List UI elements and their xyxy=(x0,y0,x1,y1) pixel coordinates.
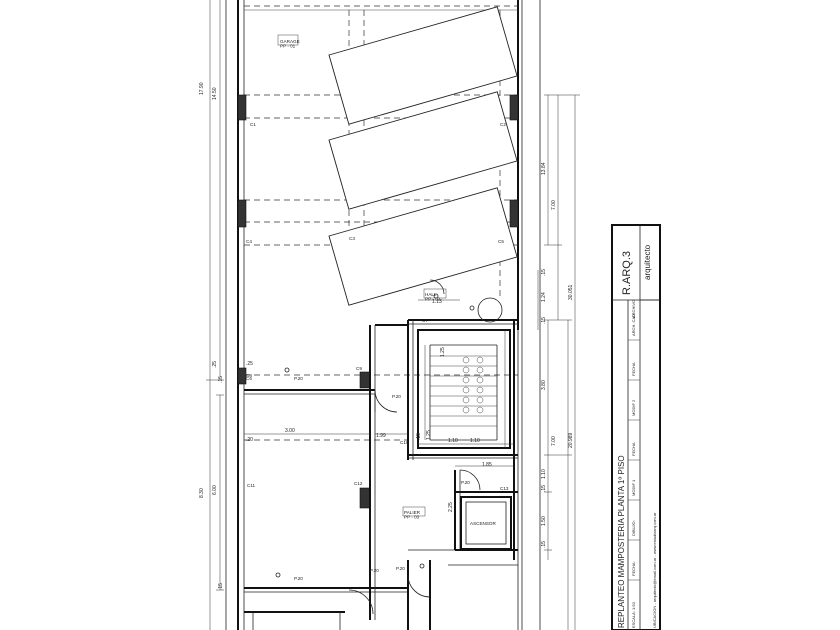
dim-mark-20: .20 xyxy=(246,437,253,443)
dim-room-w: 3.00 xyxy=(285,428,295,434)
dim-stair-f: 1.85 xyxy=(482,462,492,468)
dim-room-w2: 1.99 xyxy=(376,433,386,439)
column-label-c12: C12 xyxy=(354,481,363,486)
dim-left-mid: 8.30 xyxy=(199,488,205,498)
title-field-3: DIBUJO: xyxy=(631,520,636,536)
column-label-c7: C7 xyxy=(422,318,428,323)
column-label-c4: C4 xyxy=(246,239,252,244)
column-label-c11: C11 xyxy=(247,483,256,488)
title-field-5: FECHA xyxy=(631,442,636,456)
interior-walls xyxy=(244,319,519,630)
level-markers xyxy=(275,293,475,578)
dim-right-j: 1.10 xyxy=(541,469,547,479)
dim-right-h: .15 xyxy=(541,269,547,276)
dim-stair-e: 1.13 xyxy=(432,299,442,305)
column-label-c2: C2 xyxy=(500,122,506,127)
dim-right-d: 20.989 xyxy=(568,432,574,448)
dim-stair-c: 1.10 xyxy=(470,438,480,444)
column-label-c1: C1 xyxy=(250,122,256,127)
title-architect-role: arquitecto xyxy=(643,244,652,280)
column-label-c13: C13 xyxy=(500,486,509,491)
stair-core xyxy=(417,329,511,449)
dim-left-small-3: .25 xyxy=(212,361,218,368)
door-label-6: P.20 xyxy=(461,480,470,485)
dim-mark-25: .25 xyxy=(246,361,253,367)
column-label-c9: C9 xyxy=(356,366,362,371)
column-label-c3: C3 xyxy=(349,236,355,241)
dim-right-k: .15 xyxy=(541,485,547,492)
dim-right-b: 7.00 xyxy=(551,200,557,210)
dim-right-e: 7.00 xyxy=(551,436,557,446)
door-label-2: P.20 xyxy=(392,394,401,399)
column-label-c5: C5 xyxy=(498,239,504,244)
title-block: R.ARQ.3 arquitecto REPLANTEO MAMPOSTERIA… xyxy=(611,224,661,630)
column-label-c8: C8 xyxy=(246,373,252,378)
dim-left-small-2: .15 xyxy=(218,583,224,590)
dim-stair-a: 1.25 xyxy=(440,347,446,357)
dim-stair-b: 1.10 xyxy=(448,438,458,444)
dimension-lines xyxy=(206,0,580,630)
dimension-texts: 17.90 14.50 8.30 6.00 .15 .15 .25 13.84 … xyxy=(199,82,574,590)
title-field-4: MODIF 1 xyxy=(631,479,636,496)
elevator-label: ASCENSOR xyxy=(470,521,496,526)
title-architect-name: R.ARQ.3 xyxy=(621,251,633,295)
dim-right-a: 13.84 xyxy=(541,162,547,175)
dim-left-lower: 6.00 xyxy=(212,485,218,495)
door-label-1: P.20 xyxy=(294,376,303,381)
title-field-7: FECHA xyxy=(631,362,636,376)
dim-right-l: 1.50 xyxy=(541,516,547,526)
title-field-8: ARCH. CAD xyxy=(631,314,636,336)
dim-right-m: .15 xyxy=(541,541,547,548)
dim-left-small-1: .15 xyxy=(218,376,224,383)
dim-right-f: 3.80 xyxy=(541,380,547,390)
column-label-c6: C6 xyxy=(246,376,252,381)
columns xyxy=(237,94,519,509)
dim-left-upper: 14.50 xyxy=(212,87,218,100)
dim-right-i: .15 xyxy=(541,317,547,324)
dim-right-g: 1.24 xyxy=(541,292,547,302)
title-field-9: ARCHIVO xyxy=(631,300,636,318)
door-label-5: P.20 xyxy=(370,568,379,573)
elevator-shaft xyxy=(460,496,512,550)
stair-treads xyxy=(430,355,497,427)
stair-balusters xyxy=(462,356,484,414)
title-field-6: MODIF 2 xyxy=(631,399,636,416)
dim-right-c: 30.051 xyxy=(568,284,574,300)
door-label-4: P.20 xyxy=(396,566,405,571)
title-field-2: FECHA: xyxy=(631,561,636,576)
dim-stair-d: 1.25 xyxy=(426,430,432,440)
dim-right-n: 2.25 xyxy=(448,502,454,512)
title-sheet-title: REPLANTEO MAMPOSTERIA PLANTA 1º PISO xyxy=(617,455,626,628)
title-contact: UBICACION - arquitecto@email.com.ar - ww… xyxy=(652,512,657,628)
column-label-c10: C10 xyxy=(400,440,409,445)
dim-left-total: 17.90 xyxy=(199,82,205,95)
door-swings xyxy=(348,279,503,615)
door-label-3: P.20 xyxy=(294,576,303,581)
parking-spaces xyxy=(328,6,518,306)
dim-stair-g: .15 xyxy=(416,433,422,440)
title-field-1: ESCALA: 1:50 xyxy=(631,601,636,628)
